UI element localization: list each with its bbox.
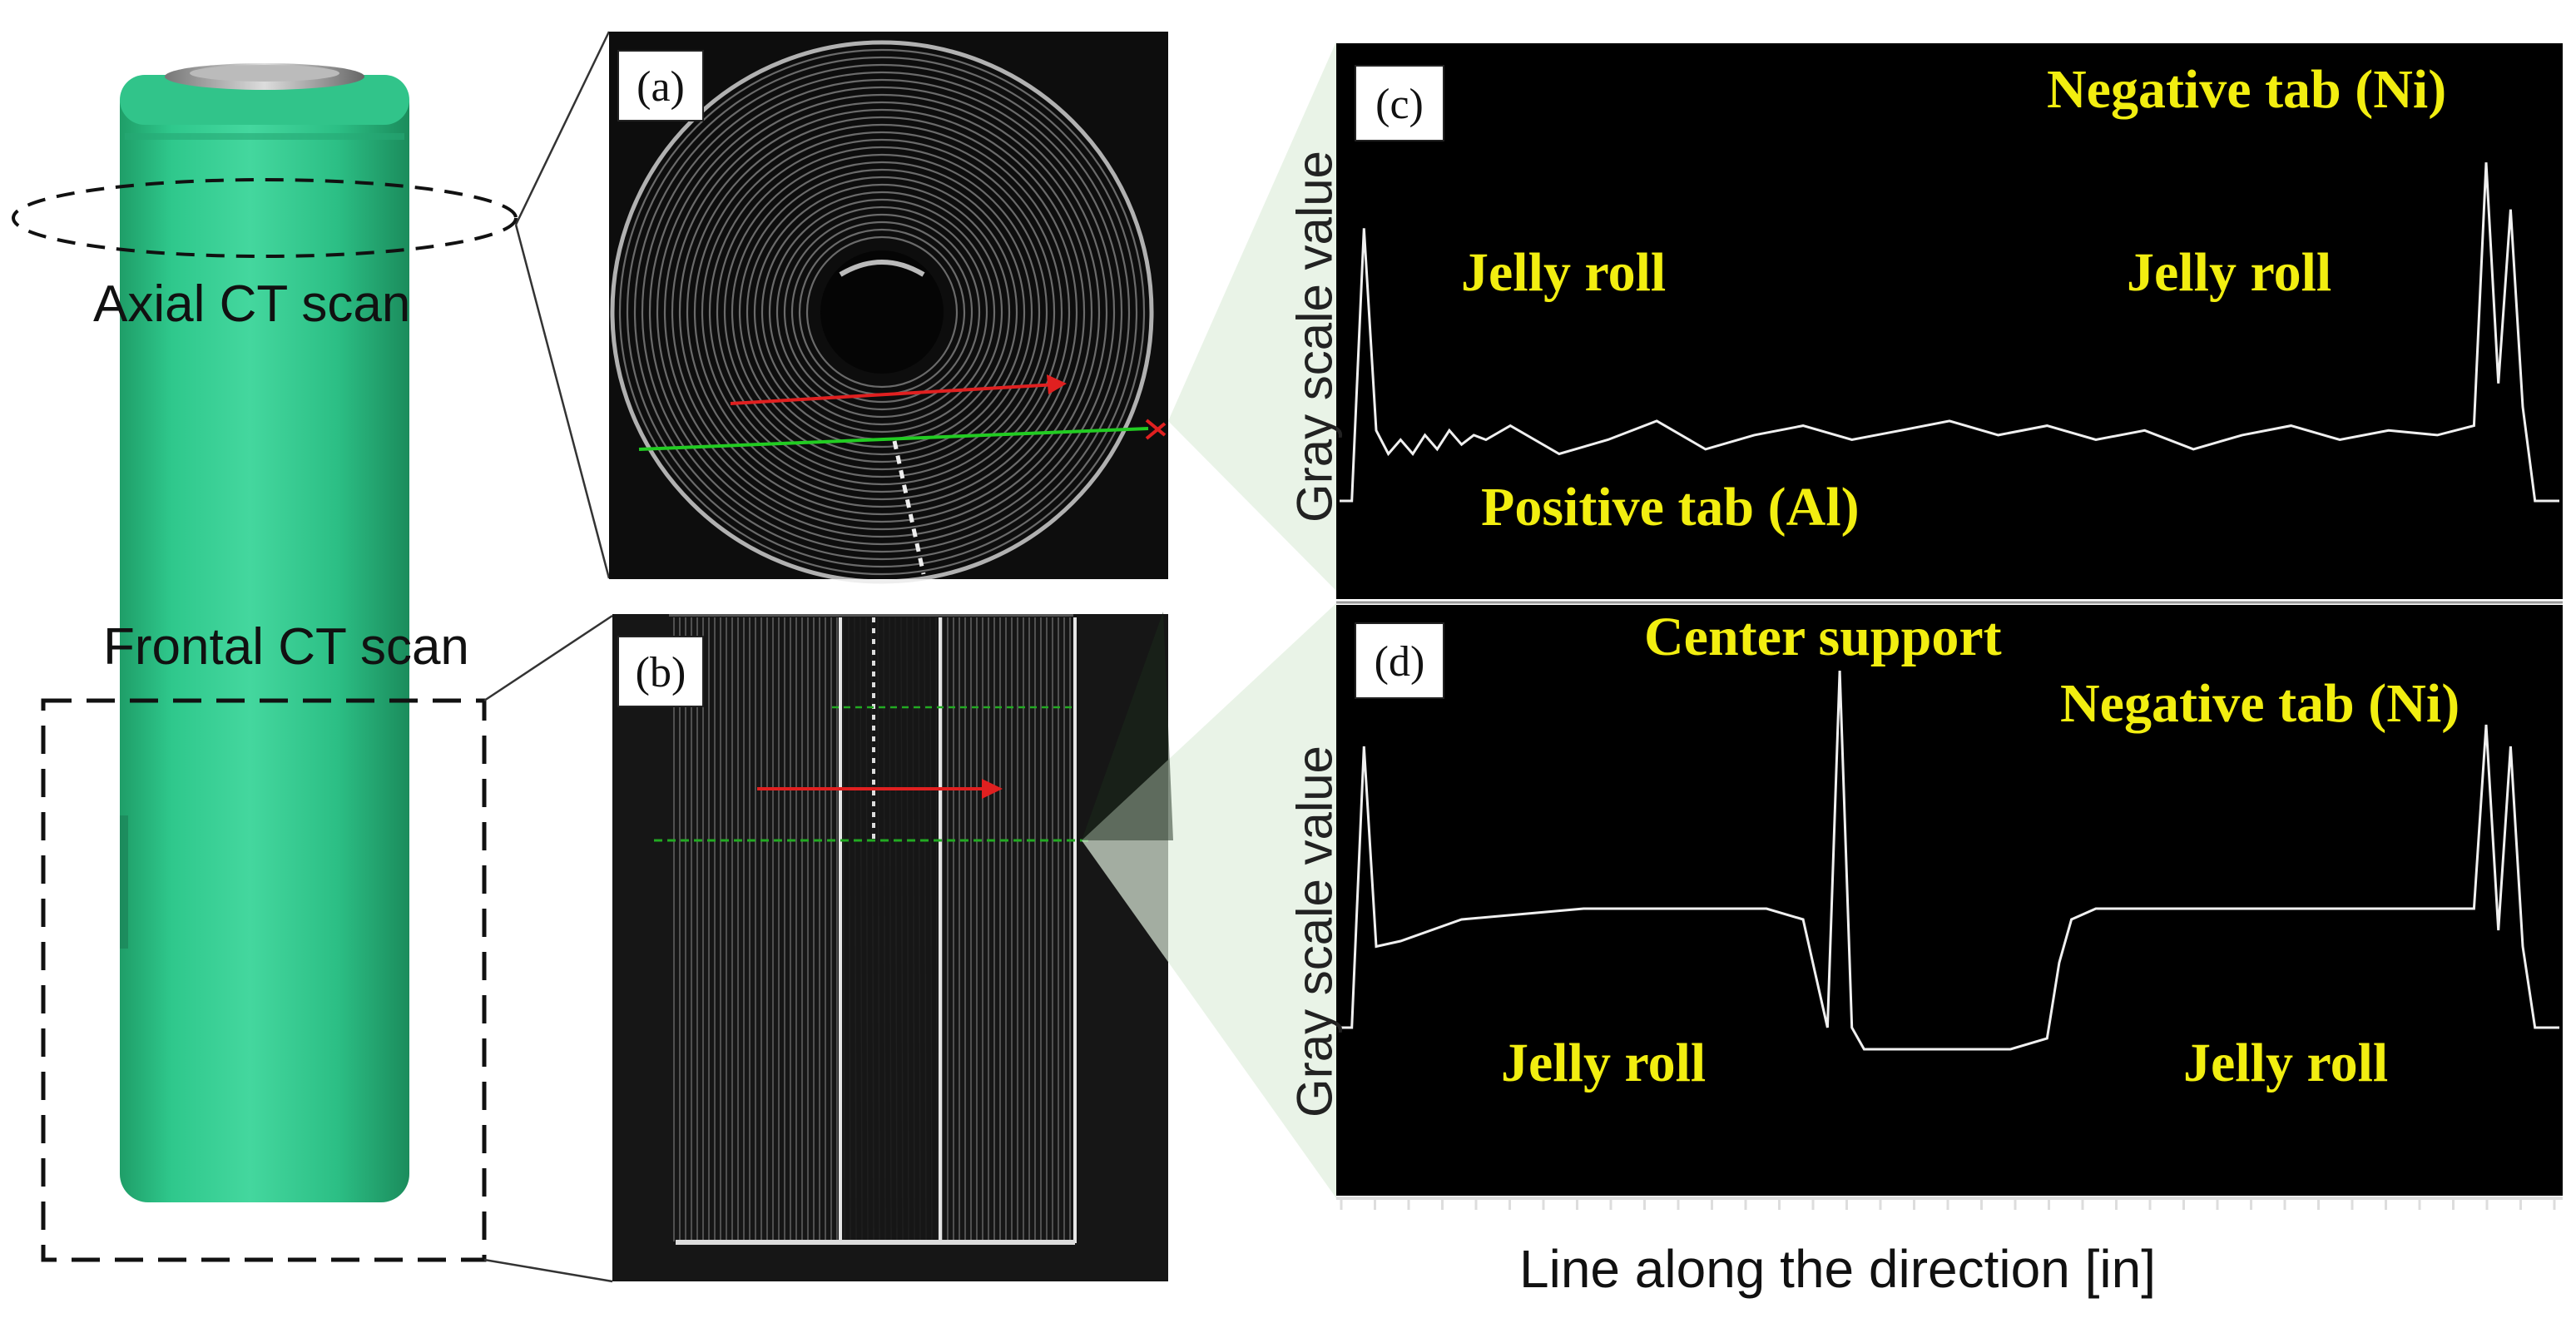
plot-c-trace	[1340, 162, 2559, 503]
plot-d-trace	[1340, 670, 2559, 1051]
plot-c-label-positive-tab: Positive tab (Al)	[1481, 477, 1860, 538]
panel-label-a: (a)	[617, 50, 704, 121]
ct-axial-image	[609, 32, 1168, 584]
panel-label-c: (c)	[1355, 65, 1444, 141]
panel-label-b: (b)	[617, 636, 704, 707]
plot-d-label-center-support: Center support	[1644, 607, 2002, 667]
ct-axial-red-arrow	[730, 383, 1058, 405]
plot-d-ylabel: Gray scale value	[1286, 746, 1343, 1117]
plot-c-label-negative-tab: Negative tab (Ni)	[2047, 59, 2447, 120]
axial-scan-ellipse	[12, 178, 518, 258]
axial-caption: Axial CT scan	[93, 275, 411, 333]
plot-c-label-jelly-roll-left: Jelly roll	[1461, 242, 1667, 303]
plot-d-label-negative-tab: Negative tab (Ni)	[2060, 673, 2460, 734]
plot-c-area	[1336, 43, 2563, 599]
ct-frontal-image	[612, 614, 1168, 1281]
plot-c-ylabel: Gray scale value	[1286, 151, 1343, 523]
x-axis-ticks	[1340, 1198, 2556, 1210]
plot-d-label-jelly-roll-left: Jelly roll	[1501, 1033, 1707, 1093]
frontal-caption: Frontal CT scan	[103, 618, 469, 676]
plot-d-area	[1336, 605, 2563, 1196]
frontal-scan-rect	[41, 698, 487, 1262]
ct-axial-green-line	[638, 427, 1149, 451]
plot-c-label-jelly-roll-right: Jelly roll	[2127, 242, 2332, 303]
x-axis-label: Line along the direction [in]	[1519, 1239, 2156, 1299]
plot-d-label-jelly-roll-right: Jelly roll	[2183, 1033, 2389, 1093]
panel-label-d: (d)	[1355, 622, 1444, 699]
battery-photo	[120, 63, 409, 1202]
